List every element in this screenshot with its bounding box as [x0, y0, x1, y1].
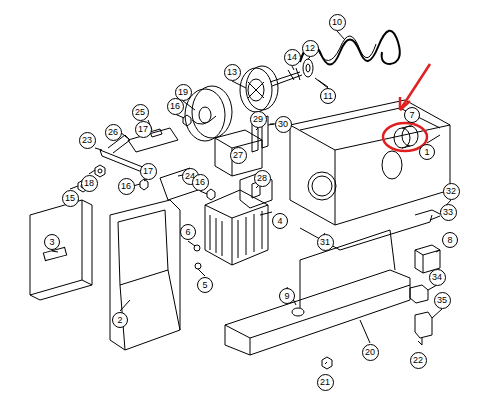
callout-circle: 14 [284, 49, 301, 66]
callout-circle: 26 [105, 124, 122, 141]
callout-circle: 10 [329, 14, 346, 31]
callout-number: 14 [287, 53, 297, 62]
callout-circle: 15 [62, 190, 79, 207]
callout-circle: 18 [81, 175, 98, 192]
callout-number: 3 [49, 238, 54, 247]
callout-number: 4 [277, 217, 282, 226]
callout-number: 17 [138, 125, 148, 134]
callout-number: 23 [82, 136, 92, 145]
callout-circle: 34 [429, 269, 446, 286]
callout-number: 25 [135, 108, 145, 117]
callout-circle: 17 [135, 121, 152, 138]
callout-number: 2 [117, 316, 122, 325]
callout-circle: 9 [279, 288, 295, 304]
callout-number: 29 [253, 115, 263, 124]
callout-number: 16 [170, 102, 180, 111]
callout-number: 30 [278, 120, 288, 129]
callout-number: 6 [185, 228, 190, 237]
callout-number: 26 [108, 128, 118, 137]
callout-number: 34 [432, 273, 442, 282]
callout-number: 17 [143, 167, 153, 176]
callout-number: 16 [121, 182, 131, 191]
callout-circle: 27 [230, 147, 247, 164]
callout-circle: 25 [132, 104, 149, 121]
callout-circle: 13 [224, 64, 241, 81]
callout-number: 9 [284, 292, 289, 301]
callout-number: 20 [365, 348, 375, 357]
callout-circle: 28 [254, 170, 271, 187]
callout-number: 5 [202, 281, 207, 290]
callout-number: 16 [195, 178, 205, 187]
callout-circle: 16 [192, 174, 209, 191]
callout-number: 28 [257, 174, 267, 183]
callout-number: 31 [320, 238, 330, 247]
callout-number: 11 [323, 92, 332, 101]
callout-circle: 16 [167, 98, 184, 115]
callout-circle: 7 [404, 107, 420, 123]
callout-circle: 33 [440, 204, 457, 221]
callout-circle: 12 [302, 40, 319, 57]
callout-number: 21 [320, 378, 330, 387]
callout-number: 8 [447, 236, 452, 245]
callout-number: 12 [305, 44, 315, 53]
callout-number: 7 [409, 111, 414, 120]
callout-number: 13 [227, 68, 237, 77]
callout-number: 18 [84, 179, 94, 188]
callout-circle: 6 [180, 224, 196, 240]
callout-circle: 23 [79, 132, 96, 149]
callout-number: 22 [413, 356, 423, 365]
callout-circle: 29 [250, 111, 267, 128]
callout-circle: 21 [317, 374, 334, 391]
callout-circle: 30 [275, 116, 292, 133]
callout-circle: 5 [197, 277, 213, 293]
callout-circle: 17 [140, 163, 157, 180]
callout-circle: 2 [112, 312, 128, 328]
callout-number: 10 [332, 18, 342, 27]
callout-circle: 35 [434, 292, 451, 309]
callout-number: 15 [65, 194, 75, 203]
callout-number: 27 [233, 151, 243, 160]
callout-number: 32 [446, 187, 456, 196]
callout-circle: 20 [362, 344, 379, 361]
callout-number: 1 [424, 148, 429, 157]
callout-circle: 4 [272, 213, 288, 229]
callout-number: 19 [178, 88, 188, 97]
callout-number: 35 [437, 296, 447, 305]
callout-circle: 32 [443, 183, 460, 200]
callout-circle: 3 [44, 234, 60, 250]
callout-circle: 31 [317, 234, 334, 251]
callout-circle: 11 [320, 88, 336, 104]
callout-number: 33 [443, 208, 453, 217]
callout-circle: 16 [118, 178, 135, 195]
callout-circle: 22 [410, 352, 427, 369]
callout-circle: 8 [442, 232, 458, 248]
callout-circle: 1 [419, 144, 435, 160]
